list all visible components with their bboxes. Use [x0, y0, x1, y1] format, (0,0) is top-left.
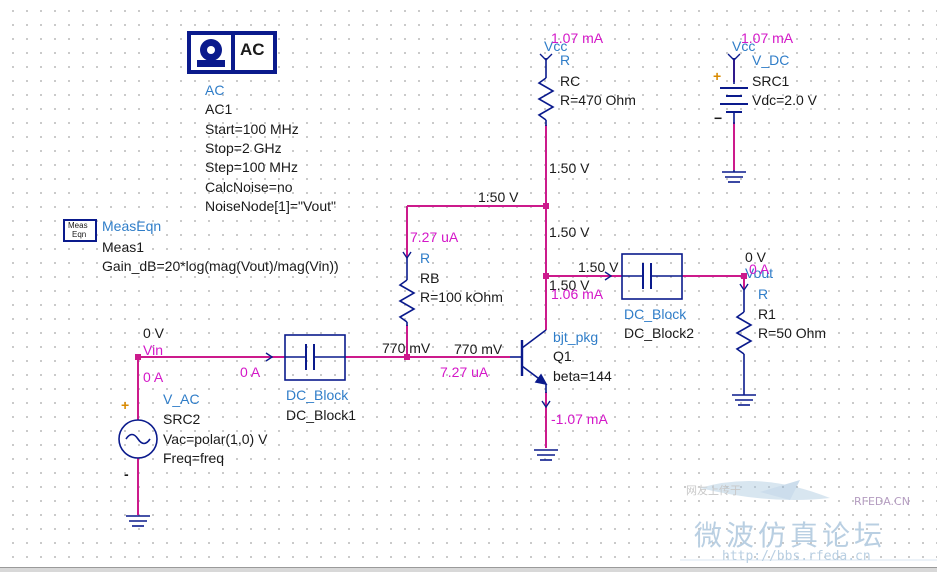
resistor-rb-symbol[interactable]	[398, 258, 416, 326]
voltage-vout: 0 V	[745, 249, 767, 265]
vdc-source-symbol[interactable]	[720, 53, 748, 124]
measeqn-icon-line1: Meas	[68, 221, 88, 230]
current-collector: 1.06 mA	[551, 286, 604, 302]
vcc-right-label: Vcc	[732, 38, 756, 54]
ac-name-label[interactable]: AC1	[205, 101, 233, 117]
ac-type-label[interactable]: AC	[205, 82, 225, 98]
src1-value-label[interactable]: Vdc=2.0 V	[752, 92, 817, 108]
voltage-base-right: 770 mV	[454, 341, 503, 357]
ground-emitter	[534, 449, 558, 461]
junction-collector	[543, 273, 549, 279]
junction-vin	[135, 354, 141, 360]
r1-value-label[interactable]: R=50 Ohm	[758, 325, 827, 341]
measeqn-expression[interactable]: Gain_dB=20*log(mag(Vout)/mag(Vin))	[102, 258, 339, 274]
measeqn-icon-line2: Eqn	[72, 230, 87, 239]
arrow-dcblock2	[604, 271, 613, 281]
r1-type-label[interactable]: R	[758, 286, 769, 302]
src1-name-label[interactable]: SRC1	[752, 73, 790, 89]
voltage-vin: 0 V	[143, 325, 165, 341]
rb-current-label: 7.27 uA	[410, 229, 459, 245]
dc-block1-symbol[interactable]	[284, 334, 346, 381]
dcblock1-type-label[interactable]: DC_Block	[286, 387, 349, 403]
watermark-graphic	[680, 480, 937, 561]
junctions	[135, 203, 747, 360]
dcblock2-type-label[interactable]: DC_Block	[624, 306, 687, 322]
src1-plus-sign: +	[713, 68, 722, 84]
junction-top-rail	[543, 203, 549, 209]
current-dcblock1: 0 A	[240, 364, 261, 380]
ac-param-stop[interactable]: Stop=2 GHz	[205, 140, 282, 156]
rb-type-label[interactable]: R	[420, 250, 431, 266]
ground-src2	[126, 515, 150, 527]
q1-beta-label[interactable]: beta=144	[553, 368, 612, 384]
dcblock1-name-label[interactable]: DC_Block1	[286, 407, 357, 423]
measeqn-icon[interactable]	[63, 219, 97, 242]
rc-value-label[interactable]: R=470 Ohm	[560, 92, 636, 108]
arrow-dcblock1	[265, 352, 274, 362]
src1-minus-sign: −	[714, 110, 723, 126]
dc-block2-symbol[interactable]	[621, 253, 683, 300]
arrow-emitter	[541, 400, 551, 409]
watermark-line1: 网友上传于	[686, 484, 741, 497]
src2-minus-sign: -	[124, 466, 129, 482]
resistor-r1-symbol[interactable]	[735, 290, 753, 395]
junction-base	[404, 354, 410, 360]
junction-vout	[741, 273, 747, 279]
vcc-left-label: Vcc	[544, 38, 568, 54]
vin-node-label[interactable]: Vin	[143, 342, 163, 358]
voltage-top-rail: 1:50 V	[478, 189, 519, 205]
src2-plus-sign: +	[121, 397, 130, 413]
voltage-base-left: 770 mV	[382, 340, 431, 356]
resistor-rc-symbol[interactable]	[537, 53, 555, 126]
q1-name-label[interactable]: Q1	[553, 348, 572, 364]
bjt-q1-symbol[interactable]	[510, 329, 548, 393]
src2-freq-label[interactable]: Freq=freq	[163, 450, 225, 466]
rb-value-label[interactable]: R=100 kOhm	[420, 289, 503, 305]
r1-name-label[interactable]: R1	[758, 306, 776, 322]
voltage-collector-mid: 1.50 V	[549, 224, 590, 240]
ac-param-start[interactable]: Start=100 MHz	[205, 121, 299, 137]
rc-type-label[interactable]: R	[560, 52, 571, 68]
current-vin: 0 A	[143, 369, 164, 385]
ac-simulation-icon[interactable]	[187, 31, 277, 74]
src2-name-label[interactable]: SRC2	[163, 411, 201, 427]
watermark-url: http://bbs.rfeda.cn	[722, 549, 871, 564]
watermark-logo: RFEDA.CN	[854, 495, 910, 508]
ac-icon-label: AC	[240, 40, 265, 59]
measeqn-type-label[interactable]: MeasEqn	[102, 218, 162, 234]
src1-type-label[interactable]: V_DC	[752, 52, 790, 68]
src2-type-label[interactable]: V_AC	[163, 391, 200, 407]
voltage-rc-bottom: 1.50 V	[549, 160, 590, 176]
ground-r1	[732, 394, 756, 406]
current-vout: 0 A	[749, 261, 770, 277]
arrow-r1	[739, 283, 749, 292]
arrow-rb	[402, 251, 412, 260]
vout-node-label[interactable]: Vout	[745, 265, 774, 281]
dcblock2-name-label[interactable]: DC_Block2	[624, 325, 695, 341]
src2-vac-label[interactable]: Vac=polar(1,0) V	[163, 431, 268, 447]
voltage-cap2-left: 1.50 V	[578, 259, 619, 275]
q1-type-label[interactable]: bjt_pkg	[553, 329, 599, 345]
voltage-collector: 1.50 V	[549, 277, 590, 293]
rc-name-label[interactable]: RC	[560, 73, 581, 89]
rb-name-label[interactable]: RB	[420, 270, 440, 286]
rc-current-label: 1.07 mA	[551, 30, 604, 46]
ac-param-noisenode[interactable]: NoiseNode[1]="Vout"	[205, 198, 336, 214]
ac-param-step[interactable]: Step=100 MHz	[205, 159, 298, 175]
ground-src1	[722, 170, 746, 183]
src1-current-label: 1.07 mA	[741, 30, 794, 46]
current-emitter: -1.07 mA	[551, 411, 608, 427]
measeqn-name-label[interactable]: Meas1	[102, 239, 145, 255]
vac-source-symbol[interactable]	[118, 419, 158, 459]
window-bottom-edge	[0, 567, 937, 572]
ac-param-calcnoise[interactable]: CalcNoise=no	[205, 179, 293, 195]
current-base: 7.27 uA	[440, 364, 489, 380]
watermark-line2: 微波仿真论坛	[694, 519, 887, 552]
